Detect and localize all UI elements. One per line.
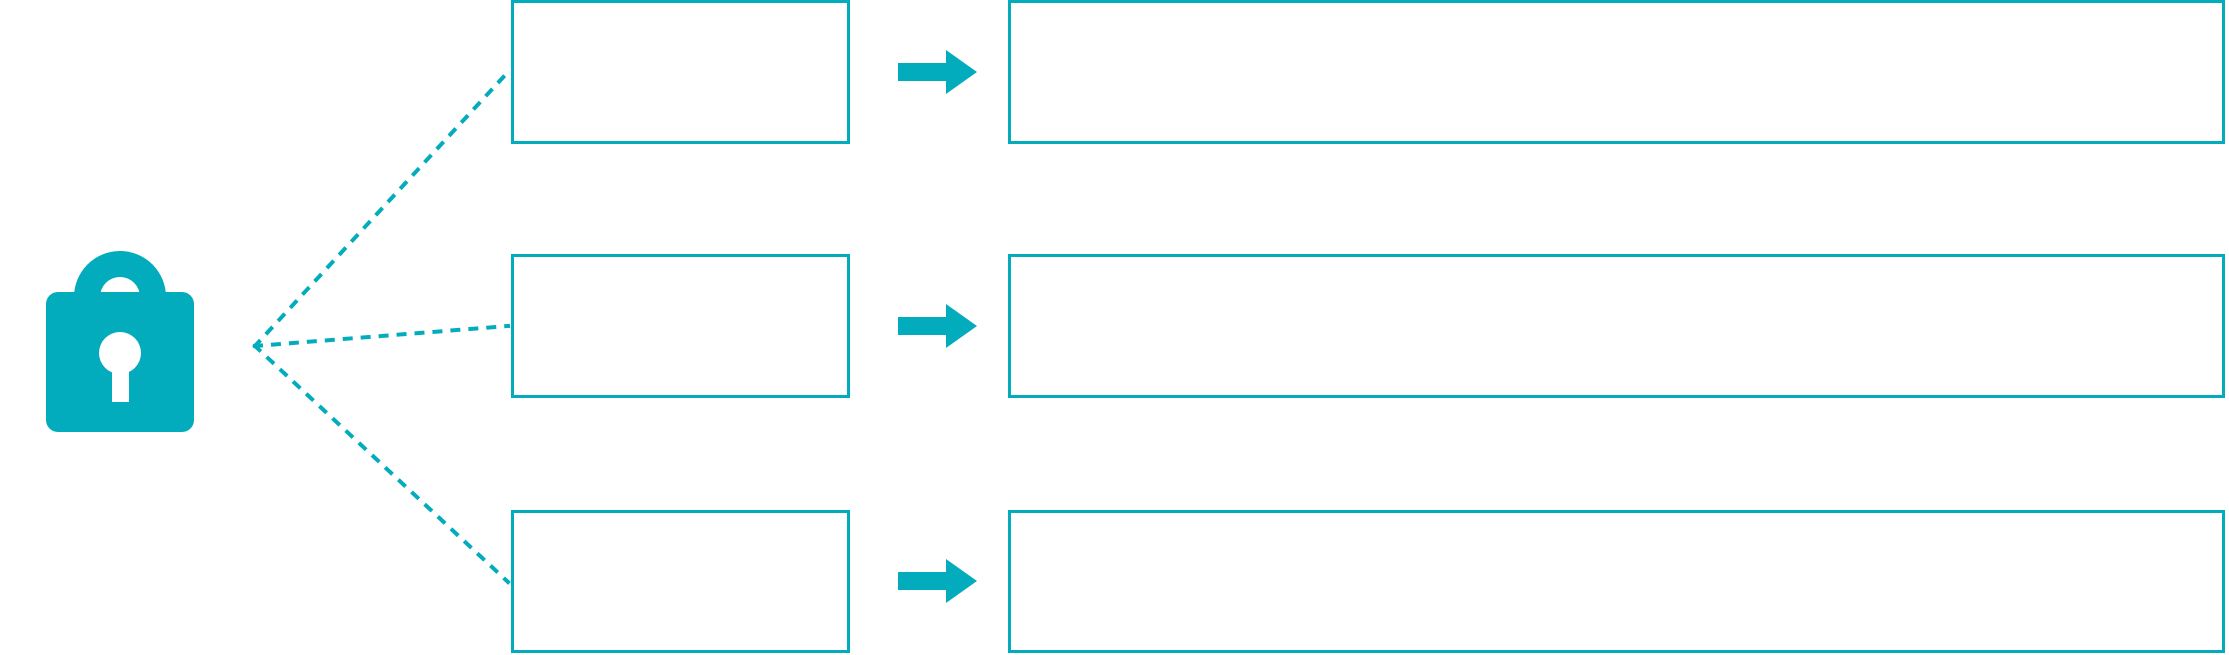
source-box-label	[514, 513, 847, 533]
target-box-row-2[interactable]	[1008, 254, 2225, 398]
source-box-row-2[interactable]	[511, 254, 850, 398]
diagram-row	[0, 254, 2229, 398]
target-box-label	[1011, 3, 2222, 23]
source-box-row-3[interactable]	[511, 510, 850, 653]
target-box-row-3[interactable]	[1008, 510, 2225, 653]
target-box-label	[1011, 513, 2222, 533]
arrow-right-icon	[898, 49, 978, 95]
source-box-label	[514, 3, 847, 23]
diagram-row	[0, 510, 2229, 653]
arrow-right-icon	[898, 558, 978, 604]
target-box-row-1[interactable]	[1008, 0, 2225, 144]
source-box-label	[514, 257, 847, 277]
arrow-right-icon	[898, 303, 978, 349]
target-box-label	[1011, 257, 2222, 277]
source-box-row-1[interactable]	[511, 0, 850, 144]
diagram-row	[0, 0, 2229, 144]
lock-icon	[30, 205, 225, 445]
